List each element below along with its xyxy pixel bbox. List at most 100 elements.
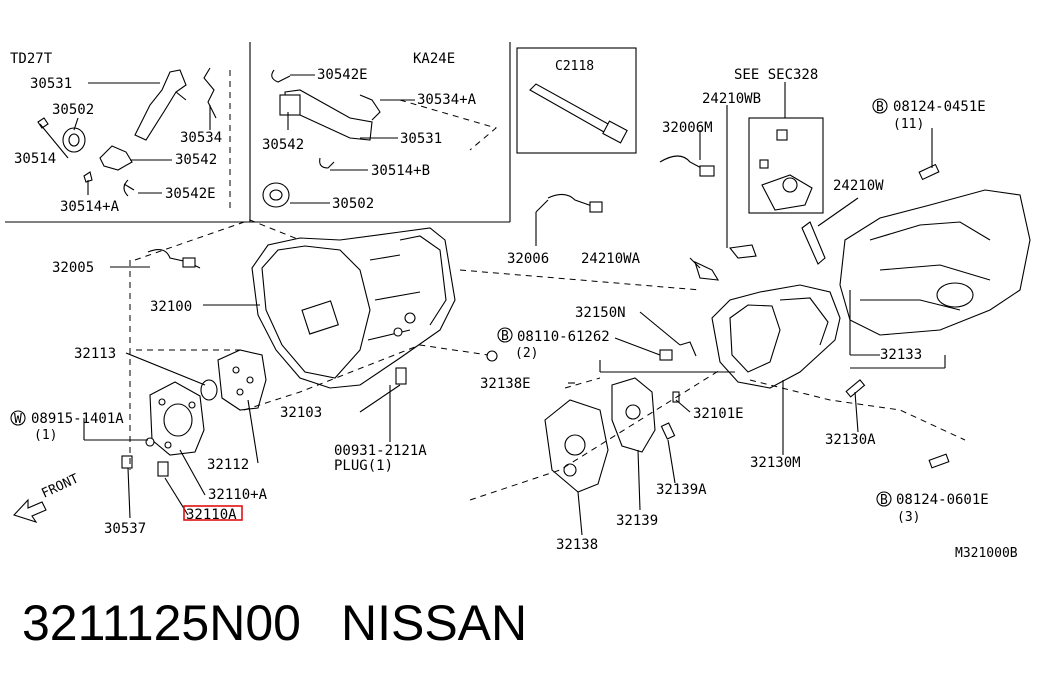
release-bearing-td27t bbox=[62, 127, 86, 153]
front-arrow bbox=[13, 498, 47, 523]
label-32130a: 32130A bbox=[825, 432, 876, 448]
labels: TD27T KA24E 30531 30502 30514 30534 3054… bbox=[10, 51, 1018, 561]
leader-lines bbox=[39, 74, 946, 536]
label-32103: 32103 bbox=[280, 405, 322, 421]
bracket-24210wb bbox=[728, 244, 757, 259]
circle-b-2: B bbox=[501, 329, 509, 344]
clip-30542e-ka24e bbox=[271, 69, 291, 83]
label-qty3: (3) bbox=[897, 510, 920, 525]
circle-w: W bbox=[14, 412, 22, 427]
label-32150n: 32150N bbox=[575, 305, 626, 321]
circle-b-3: B bbox=[880, 493, 888, 508]
sensor-32006m bbox=[659, 155, 706, 171]
label-32113: 32113 bbox=[74, 346, 116, 362]
bolt-32130a bbox=[845, 379, 866, 398]
label-32133: 32133 bbox=[880, 347, 922, 363]
part-caption: 3211125N00 NISSAN bbox=[22, 598, 567, 648]
plug-00931 bbox=[395, 367, 407, 385]
clip-30514a-td27t bbox=[83, 171, 93, 183]
label-32005: 32005 bbox=[52, 260, 94, 276]
sensor-32005-body bbox=[182, 257, 196, 268]
label-00931: 00931-2121A bbox=[334, 443, 427, 459]
label-24210w: 24210W bbox=[833, 178, 884, 194]
clutch-fork-ka24e bbox=[279, 89, 373, 141]
sensor-32005 bbox=[147, 249, 201, 269]
oil-seal-32113 bbox=[200, 379, 218, 401]
clutch-fork-td27t bbox=[134, 69, 187, 141]
label-30542e-b: 30542E bbox=[317, 67, 368, 83]
label-30534a: 30534+A bbox=[417, 92, 477, 108]
label-30502-a: 30502 bbox=[52, 102, 94, 118]
label-ka24e: KA24E bbox=[413, 51, 455, 67]
brand-name: NISSAN bbox=[340, 595, 528, 651]
label-32110a: 32110+A bbox=[208, 487, 268, 503]
bolt-08124-0451e bbox=[918, 163, 940, 181]
label-30534: 30534 bbox=[180, 130, 222, 146]
label-30514b: 30514+B bbox=[371, 163, 430, 179]
label-32100: 32100 bbox=[150, 299, 192, 315]
label-30542-b: 30542 bbox=[262, 137, 304, 153]
label-30531-b: 30531 bbox=[400, 131, 442, 147]
label-front: FRONT bbox=[39, 471, 81, 501]
clip-30514b-ka24e bbox=[319, 157, 335, 169]
label-32112: 32112 bbox=[207, 457, 249, 473]
bolt-32110 bbox=[157, 461, 169, 477]
nut-32138e bbox=[486, 350, 498, 362]
label-08915: 08915-1401A bbox=[31, 411, 124, 427]
label-08124-0451e: 08124-0451E bbox=[893, 99, 986, 115]
dashed-leaders-top bbox=[229, 70, 498, 210]
label-32006: 32006 bbox=[507, 251, 549, 267]
bracket-24210wa bbox=[694, 260, 720, 281]
bolt-30537 bbox=[121, 455, 133, 469]
spring-30534-td27t bbox=[203, 67, 217, 119]
clip-30514-td27t bbox=[37, 117, 49, 129]
label-qty2: (2) bbox=[515, 346, 538, 361]
label-32006m: 32006M bbox=[662, 120, 713, 136]
transmission-case-32100 bbox=[251, 227, 456, 389]
release-bearing-ka24e bbox=[262, 182, 290, 208]
label-diagram-id: M321000B bbox=[955, 546, 1018, 561]
label-plug: PLUG(1) bbox=[334, 458, 393, 474]
sensor-32006-body bbox=[589, 201, 603, 213]
label-30537: 30537 bbox=[104, 521, 146, 537]
label-see-sec: SEE SEC328 bbox=[734, 67, 818, 83]
label-td27t: TD27T bbox=[10, 51, 53, 67]
plate-32138 bbox=[544, 399, 609, 493]
label-30502-b: 30502 bbox=[332, 196, 374, 212]
callout-circles bbox=[10, 98, 892, 507]
sealant-tube-c2118 bbox=[529, 83, 628, 144]
label-32138e: 32138E bbox=[480, 376, 531, 392]
label-08124-0601e: 08124-0601E bbox=[896, 492, 989, 508]
sec328-assembly bbox=[759, 129, 813, 211]
sensor-32006 bbox=[547, 193, 593, 207]
highlight-box bbox=[183, 505, 243, 521]
parts-diagram: TD27T KA24E 30531 30502 30514 30534 3054… bbox=[5, 42, 1031, 561]
label-32139a: 32139A bbox=[656, 482, 707, 498]
adapter-housing-32130m bbox=[711, 284, 841, 389]
label-30542e-a: 30542E bbox=[165, 186, 216, 202]
engine-32133 bbox=[839, 189, 1031, 336]
gasket-32112 bbox=[217, 349, 267, 411]
label-08110: 08110-61262 bbox=[517, 329, 610, 345]
dashed-assembly-lines bbox=[129, 219, 966, 501]
label-qty11: (11) bbox=[893, 117, 924, 132]
clip-30542e-td27t bbox=[123, 179, 135, 197]
label-32101e: 32101E bbox=[693, 406, 744, 422]
front-cover-32110 bbox=[149, 381, 205, 456]
bolt-08124-0601e bbox=[928, 453, 950, 469]
spring-30534-ka24e bbox=[359, 94, 381, 121]
label-32139: 32139 bbox=[616, 513, 658, 529]
label-30531-a: 30531 bbox=[30, 76, 72, 92]
label-c2118: C2118 bbox=[555, 59, 594, 74]
label-32138: 32138 bbox=[556, 537, 598, 553]
clip-32150n bbox=[679, 341, 697, 357]
clip-24210w bbox=[801, 221, 826, 265]
gasket-32139 bbox=[611, 377, 656, 453]
circle-b-1: B bbox=[876, 100, 884, 115]
label-32130m: 32130M bbox=[750, 455, 801, 471]
label-30514: 30514 bbox=[14, 151, 56, 167]
part-number: 3211125N00 bbox=[22, 595, 301, 651]
bolt-32139a bbox=[660, 422, 676, 440]
label-24210wb: 24210WB bbox=[702, 91, 761, 107]
sensor-32006m-body bbox=[699, 165, 715, 177]
